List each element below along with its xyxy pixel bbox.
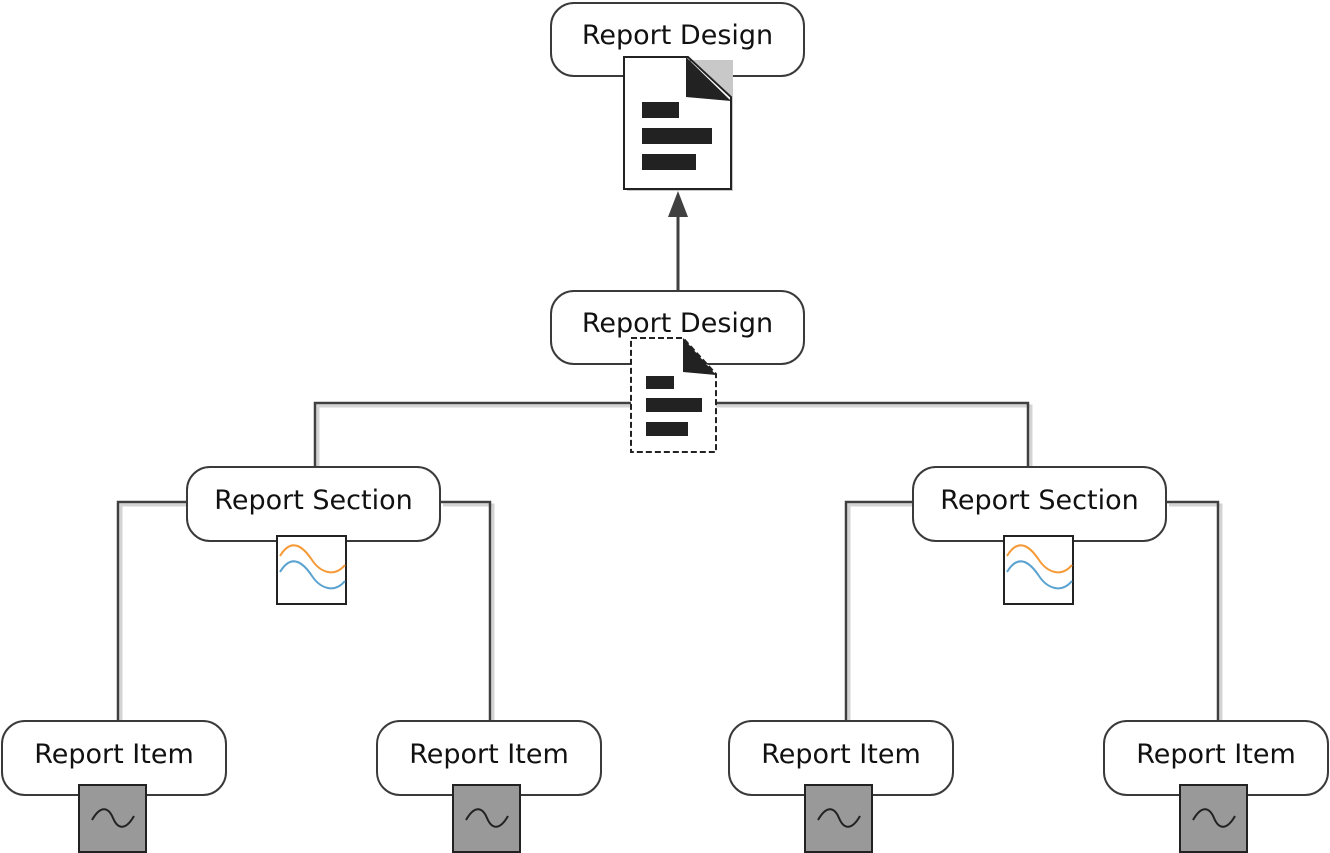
node-report-section-left[interactable]: Report Section <box>186 466 441 542</box>
connector-item-4 <box>1167 500 1220 721</box>
node-label: Report Item <box>409 738 569 770</box>
connector-item-2 <box>441 500 492 721</box>
node-label: Report Item <box>761 738 921 770</box>
connector-item-1 <box>116 500 188 721</box>
connector-shadows <box>119 404 1223 724</box>
node-report-section-right[interactable]: Report Section <box>912 466 1167 542</box>
connector-item-3 <box>844 500 914 721</box>
node-label: Report Design <box>581 20 774 51</box>
connectors <box>116 401 1220 721</box>
node-report-item-1[interactable]: Report Item <box>1 720 227 796</box>
node-label: Report Design <box>581 308 774 339</box>
arrow-up <box>668 191 688 292</box>
node-report-item-4[interactable]: Report Item <box>1103 720 1329 796</box>
connector-section-right <box>716 401 1030 467</box>
arrowhead-icon <box>668 191 688 217</box>
node-label: Report Item <box>1136 738 1296 770</box>
node-label: Report Item <box>34 738 194 770</box>
node-report-item-3[interactable]: Report Item <box>728 720 954 796</box>
node-report-item-2[interactable]: Report Item <box>376 720 602 796</box>
node-label: Report Section <box>940 484 1139 516</box>
connector-section-left <box>313 401 632 467</box>
node-report-design-middle[interactable]: Report Design <box>550 290 805 365</box>
node-label: Report Section <box>214 484 413 516</box>
node-report-design-top[interactable]: Report Design <box>550 2 805 77</box>
